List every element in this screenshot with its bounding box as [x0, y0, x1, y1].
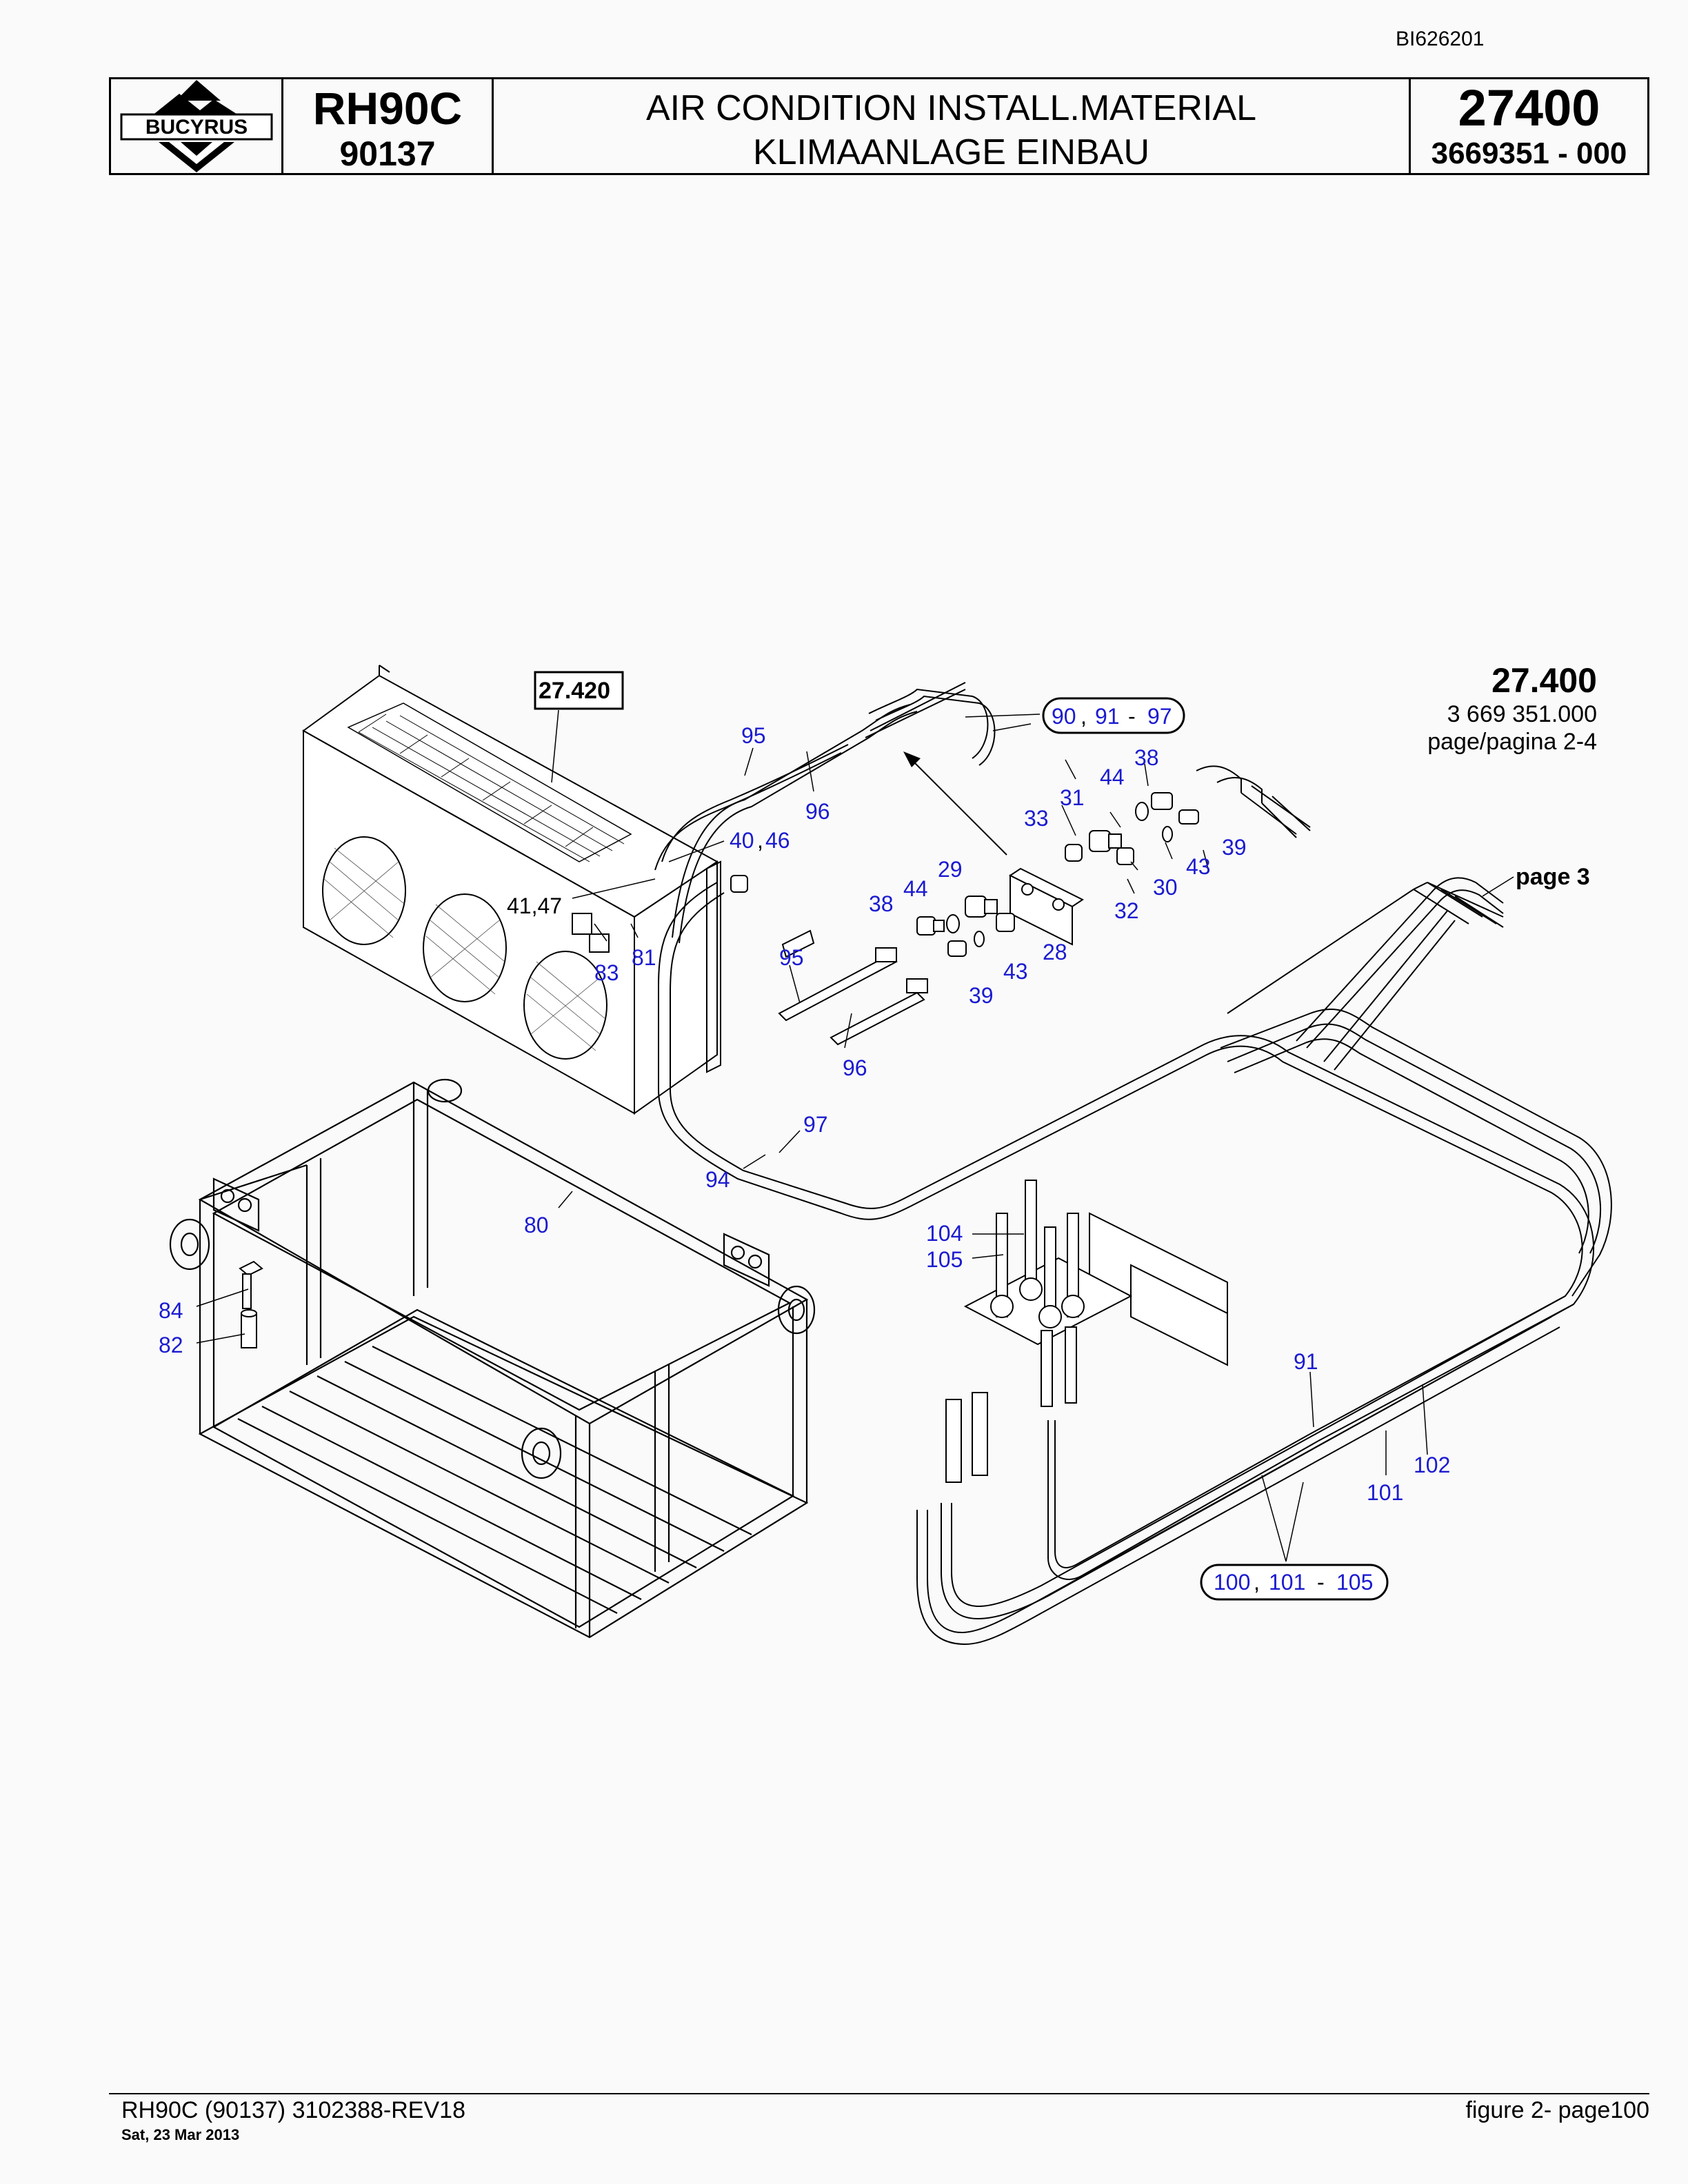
part-number: 3669351 - 000	[1431, 136, 1627, 170]
label-38-upper: 38	[1134, 745, 1159, 770]
label-32: 32	[1114, 898, 1139, 923]
label-39-lower: 39	[969, 983, 994, 1008]
label-30: 30	[1153, 875, 1178, 900]
pipe-ends-page3	[1413, 882, 1504, 928]
label-84: 84	[159, 1298, 183, 1323]
label-38-lower: 38	[869, 891, 894, 916]
group-upper-90: 90	[1052, 704, 1076, 729]
footer-document-ref: RH90C (90137) 3102388-REV18	[121, 2097, 465, 2123]
label-46: 46	[765, 828, 790, 853]
label-80: 80	[524, 1213, 549, 1237]
drawing-reference: 27.400 3 669 351.000 page/pagina 2-4	[1427, 660, 1597, 756]
label-91: 91	[1294, 1349, 1318, 1374]
label-95-lower: 95	[779, 945, 804, 970]
label-40: 40	[730, 828, 754, 853]
label-33: 33	[1024, 806, 1049, 831]
label-43-lower: 43	[1003, 959, 1028, 984]
bolt-and-spacer	[239, 1260, 263, 1348]
title-block: BUCYRUS RH90C 90137 AIR CONDITION INSTAL…	[109, 77, 1649, 175]
serial-number: 90137	[339, 134, 436, 173]
arrow-head	[903, 751, 921, 767]
logo-text: BUCYRUS	[145, 116, 247, 139]
drawing-part-number: 3 669 351.000	[1447, 701, 1597, 727]
number-cell: 27400 3669351 - 000	[1411, 79, 1647, 173]
label-29: 29	[938, 857, 963, 882]
title-cell: AIR CONDITION INSTALL.MATERIAL KLIMAANLA…	[494, 79, 1411, 173]
hose-routing-upper	[654, 682, 996, 944]
document-id: BI626201	[1396, 28, 1485, 50]
label-95-upper: 95	[741, 723, 766, 748]
hose-routing-main	[658, 877, 1612, 1646]
model-cell: RH90C 90137	[283, 79, 494, 173]
label-39-upper: 39	[1222, 835, 1247, 860]
label-94: 94	[705, 1167, 730, 1192]
label-102: 102	[1414, 1453, 1450, 1477]
label-44-lower: 44	[903, 876, 928, 901]
model-name: RH90C	[312, 83, 463, 134]
group-lower-100: 100	[1214, 1570, 1250, 1595]
mounting-frame	[169, 1078, 816, 1639]
label-31: 31	[1060, 785, 1085, 810]
valve-bracket	[945, 1180, 1228, 1483]
label-44-upper: 44	[1100, 765, 1125, 789]
fittings-group	[730, 765, 1311, 1046]
drawing-page: page/pagina 2-4	[1427, 729, 1597, 755]
ref-box-27420	[534, 671, 624, 710]
assembly-arrow	[910, 758, 1007, 856]
group-upper-dash: -	[1128, 704, 1136, 729]
label-81: 81	[632, 945, 656, 970]
page3-label: page 3	[1516, 864, 1590, 890]
label-96-lower: 96	[843, 1055, 867, 1080]
label-28: 28	[1043, 940, 1067, 964]
label-97: 97	[803, 1112, 828, 1137]
group-bubble-upper	[1042, 697, 1185, 734]
label-43-upper: 43	[1186, 854, 1211, 879]
label-82: 82	[159, 1333, 183, 1357]
label-40-comma: ,	[757, 828, 763, 853]
group-number: 27400	[1458, 79, 1600, 136]
footer-date: Sat, 23 Mar 2013	[121, 2126, 240, 2143]
ref-27420-label: 27.420	[539, 678, 610, 704]
group-lower-105: 105	[1336, 1570, 1373, 1595]
group-lower-comma: ,	[1254, 1570, 1260, 1595]
group-upper-comma: ,	[1081, 704, 1087, 729]
part-83	[589, 933, 610, 953]
label-41-47: 41,47	[507, 893, 562, 918]
condenser-unit	[302, 665, 721, 1115]
group-upper-91: 91	[1095, 704, 1120, 729]
label-104: 104	[926, 1221, 963, 1246]
footer-rule	[109, 2093, 1649, 2094]
group-lower-101: 101	[1269, 1570, 1305, 1595]
label-83: 83	[594, 960, 619, 985]
label-105: 105	[926, 1247, 963, 1272]
group-upper-97: 97	[1147, 704, 1172, 729]
logo-cell: BUCYRUS	[111, 79, 283, 173]
title-english: AIR CONDITION INSTALL.MATERIAL	[645, 88, 1257, 128]
leader-lines	[196, 709, 1514, 1562]
part-81	[572, 913, 592, 935]
group-bubble-lower	[1200, 1564, 1389, 1601]
bucyrus-logo: BUCYRUS	[120, 80, 272, 172]
label-101: 101	[1367, 1480, 1403, 1505]
group-lower-dash: -	[1317, 1570, 1325, 1595]
label-96-upper: 96	[805, 799, 830, 824]
footer-page: figure 2- page100	[1465, 2097, 1649, 2123]
title-german: KLIMAANLAGE EINBAU	[752, 132, 1150, 172]
drawing-number: 27.400	[1491, 661, 1597, 700]
